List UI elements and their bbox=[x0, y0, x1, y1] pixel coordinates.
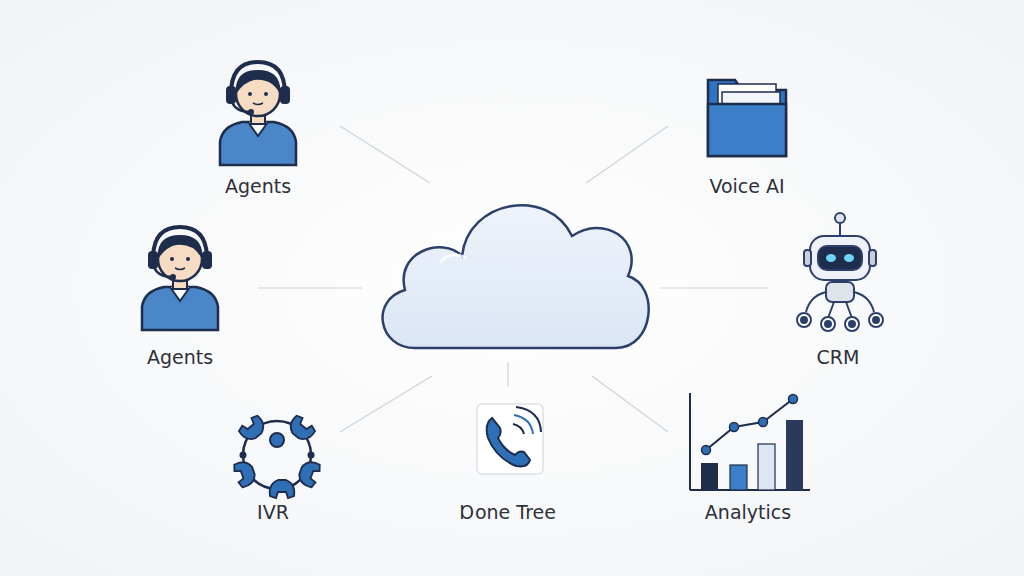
icon-label: Ɒone Tree bbox=[460, 501, 556, 524]
folder-icon bbox=[708, 80, 786, 156]
icon-label: Agents bbox=[147, 346, 213, 369]
agent-icon bbox=[220, 62, 296, 165]
icon-label: Voice AI bbox=[709, 175, 784, 198]
icon-label: Agents bbox=[225, 175, 291, 198]
icon-label: CRM bbox=[817, 346, 860, 369]
cloud bbox=[383, 205, 649, 348]
icon-label: IVR bbox=[257, 501, 289, 524]
ivr-icon bbox=[232, 414, 321, 498]
phone-icon bbox=[477, 404, 543, 474]
agent-icon bbox=[142, 227, 218, 330]
chart-icon bbox=[690, 393, 810, 490]
robot-icon bbox=[797, 213, 883, 331]
icon-label: Analytics bbox=[705, 501, 791, 524]
